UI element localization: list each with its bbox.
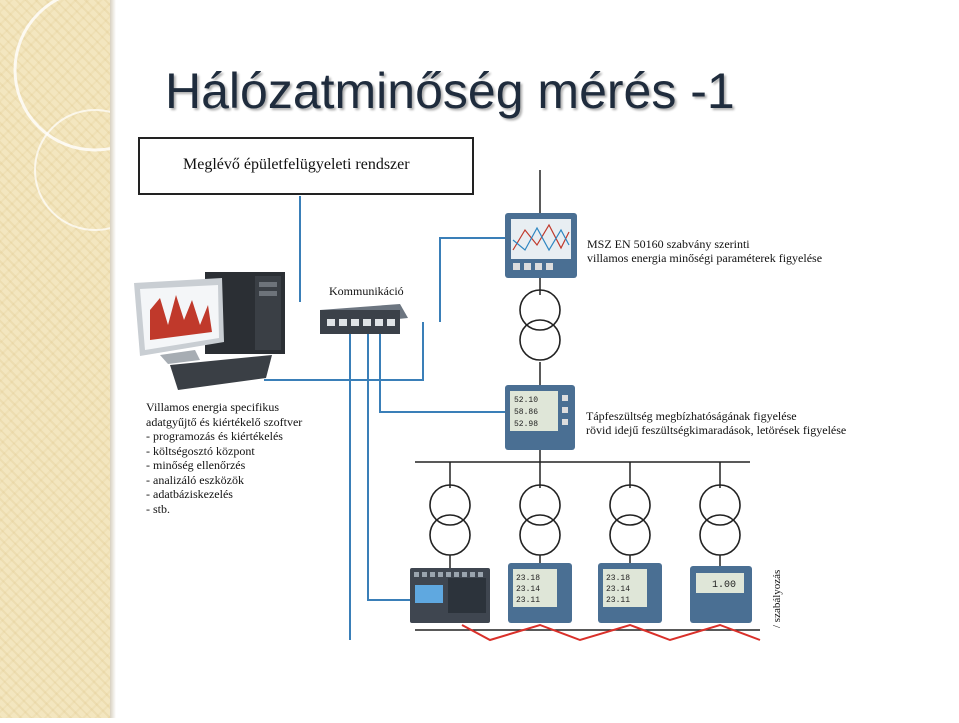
software-item: - stb. — [146, 501, 170, 516]
software-line2: adatgyűjtő és kiértékelő szoftver — [146, 414, 303, 429]
transformer-top — [519, 289, 561, 361]
transformer-2 — [519, 484, 561, 556]
software-item: - költségosztó központ — [146, 443, 255, 458]
software-item: - analizáló eszközök — [146, 472, 244, 487]
transformer-4 — [699, 484, 741, 556]
meter-mid-line3: 52.98 — [514, 420, 538, 429]
mid-note-line1: Tápfeszültség megbízhatóságának figyelés… — [586, 409, 797, 423]
meter-b1-line1: 23.18 — [516, 574, 540, 583]
software-description: Villamos energia specifikus adatgyűjtő é… — [146, 400, 302, 516]
top-note-line1: MSZ EN 50160 szabvány szerinti — [587, 237, 750, 251]
measurement-lines — [461, 623, 761, 642]
communication-label: Kommunikáció — [329, 284, 404, 298]
meter-bottom-3: 1.00 — [690, 566, 752, 623]
power-analyzer-top — [505, 213, 577, 278]
software-line1: Villamos energia specifikus — [146, 400, 280, 414]
bms-box — [138, 137, 474, 195]
slide-title: Hálózatminőség mérés -1 — [165, 63, 735, 119]
software-item: - minőség ellenőrzés — [146, 458, 246, 472]
meter-b2-line1: 23.18 — [606, 574, 630, 583]
communication-lines — [264, 196, 505, 640]
transformer-1 — [429, 484, 471, 556]
plc-module — [410, 568, 490, 623]
decorative-sidebar — [0, 0, 177, 718]
meter-b1-line3: 23.11 — [516, 596, 540, 605]
transformer-3 — [609, 484, 651, 556]
meter-bottom-1: 23.18 23.14 23.11 — [508, 563, 572, 623]
meter-b2-line3: 23.11 — [606, 596, 630, 605]
software-item: - adatbáziskezelés — [146, 487, 233, 501]
computer-icon — [134, 272, 285, 390]
top-note-line2: villamos energia minőségi paraméterek fi… — [587, 251, 823, 265]
meter-mid-line1: 52.10 — [514, 396, 538, 405]
meter-bottom-2: 23.18 23.14 23.11 — [598, 563, 662, 623]
network-switch-icon — [320, 304, 408, 334]
meter-b2-line2: 23.14 — [606, 585, 630, 594]
meter-mid-line2: 58.86 — [514, 408, 538, 417]
software-item: - programozás és kiértékelés — [146, 429, 283, 443]
meter-b3-value: 1.00 — [712, 580, 736, 591]
meter-b1-line2: 23.14 — [516, 585, 540, 594]
sidebar-divider — [110, 0, 116, 718]
vertical-label: / szabályozás — [771, 569, 783, 628]
meter-mid: 52.10 58.86 52.98 — [505, 385, 575, 450]
mid-note-line2: rövid idejű feszültségkimaradások, letör… — [586, 423, 847, 437]
bms-label: Meglévő épületfelügyeleti rendszer — [183, 156, 410, 173]
